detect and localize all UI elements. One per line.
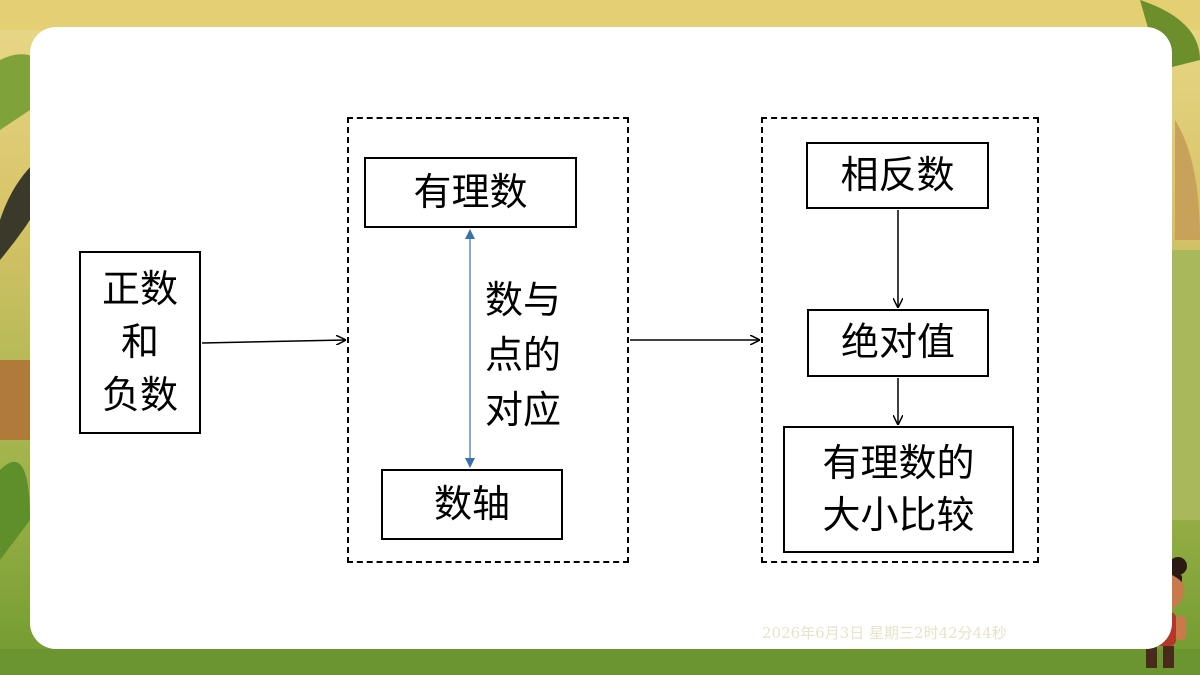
node-comparison: 有理数的 大小比较	[783, 426, 1014, 553]
node-rational: 有理数	[364, 157, 577, 228]
node-number-line: 数轴	[381, 469, 563, 540]
group-rational-numberline	[347, 117, 629, 563]
timestamp: 2026年6月3日 星期三2时42分44秒	[762, 624, 1007, 642]
node-positive-negative: 正数 和 负数	[79, 251, 201, 434]
node-absolute-value: 绝对值	[807, 309, 989, 377]
group-opposite-absolute-comparison	[761, 117, 1039, 563]
node-opposite: 相反数	[806, 142, 989, 209]
label-number-point-correspondence: 数与 点的 对应	[485, 278, 562, 433]
arrow-posneg-to-group1	[201, 340, 345, 343]
